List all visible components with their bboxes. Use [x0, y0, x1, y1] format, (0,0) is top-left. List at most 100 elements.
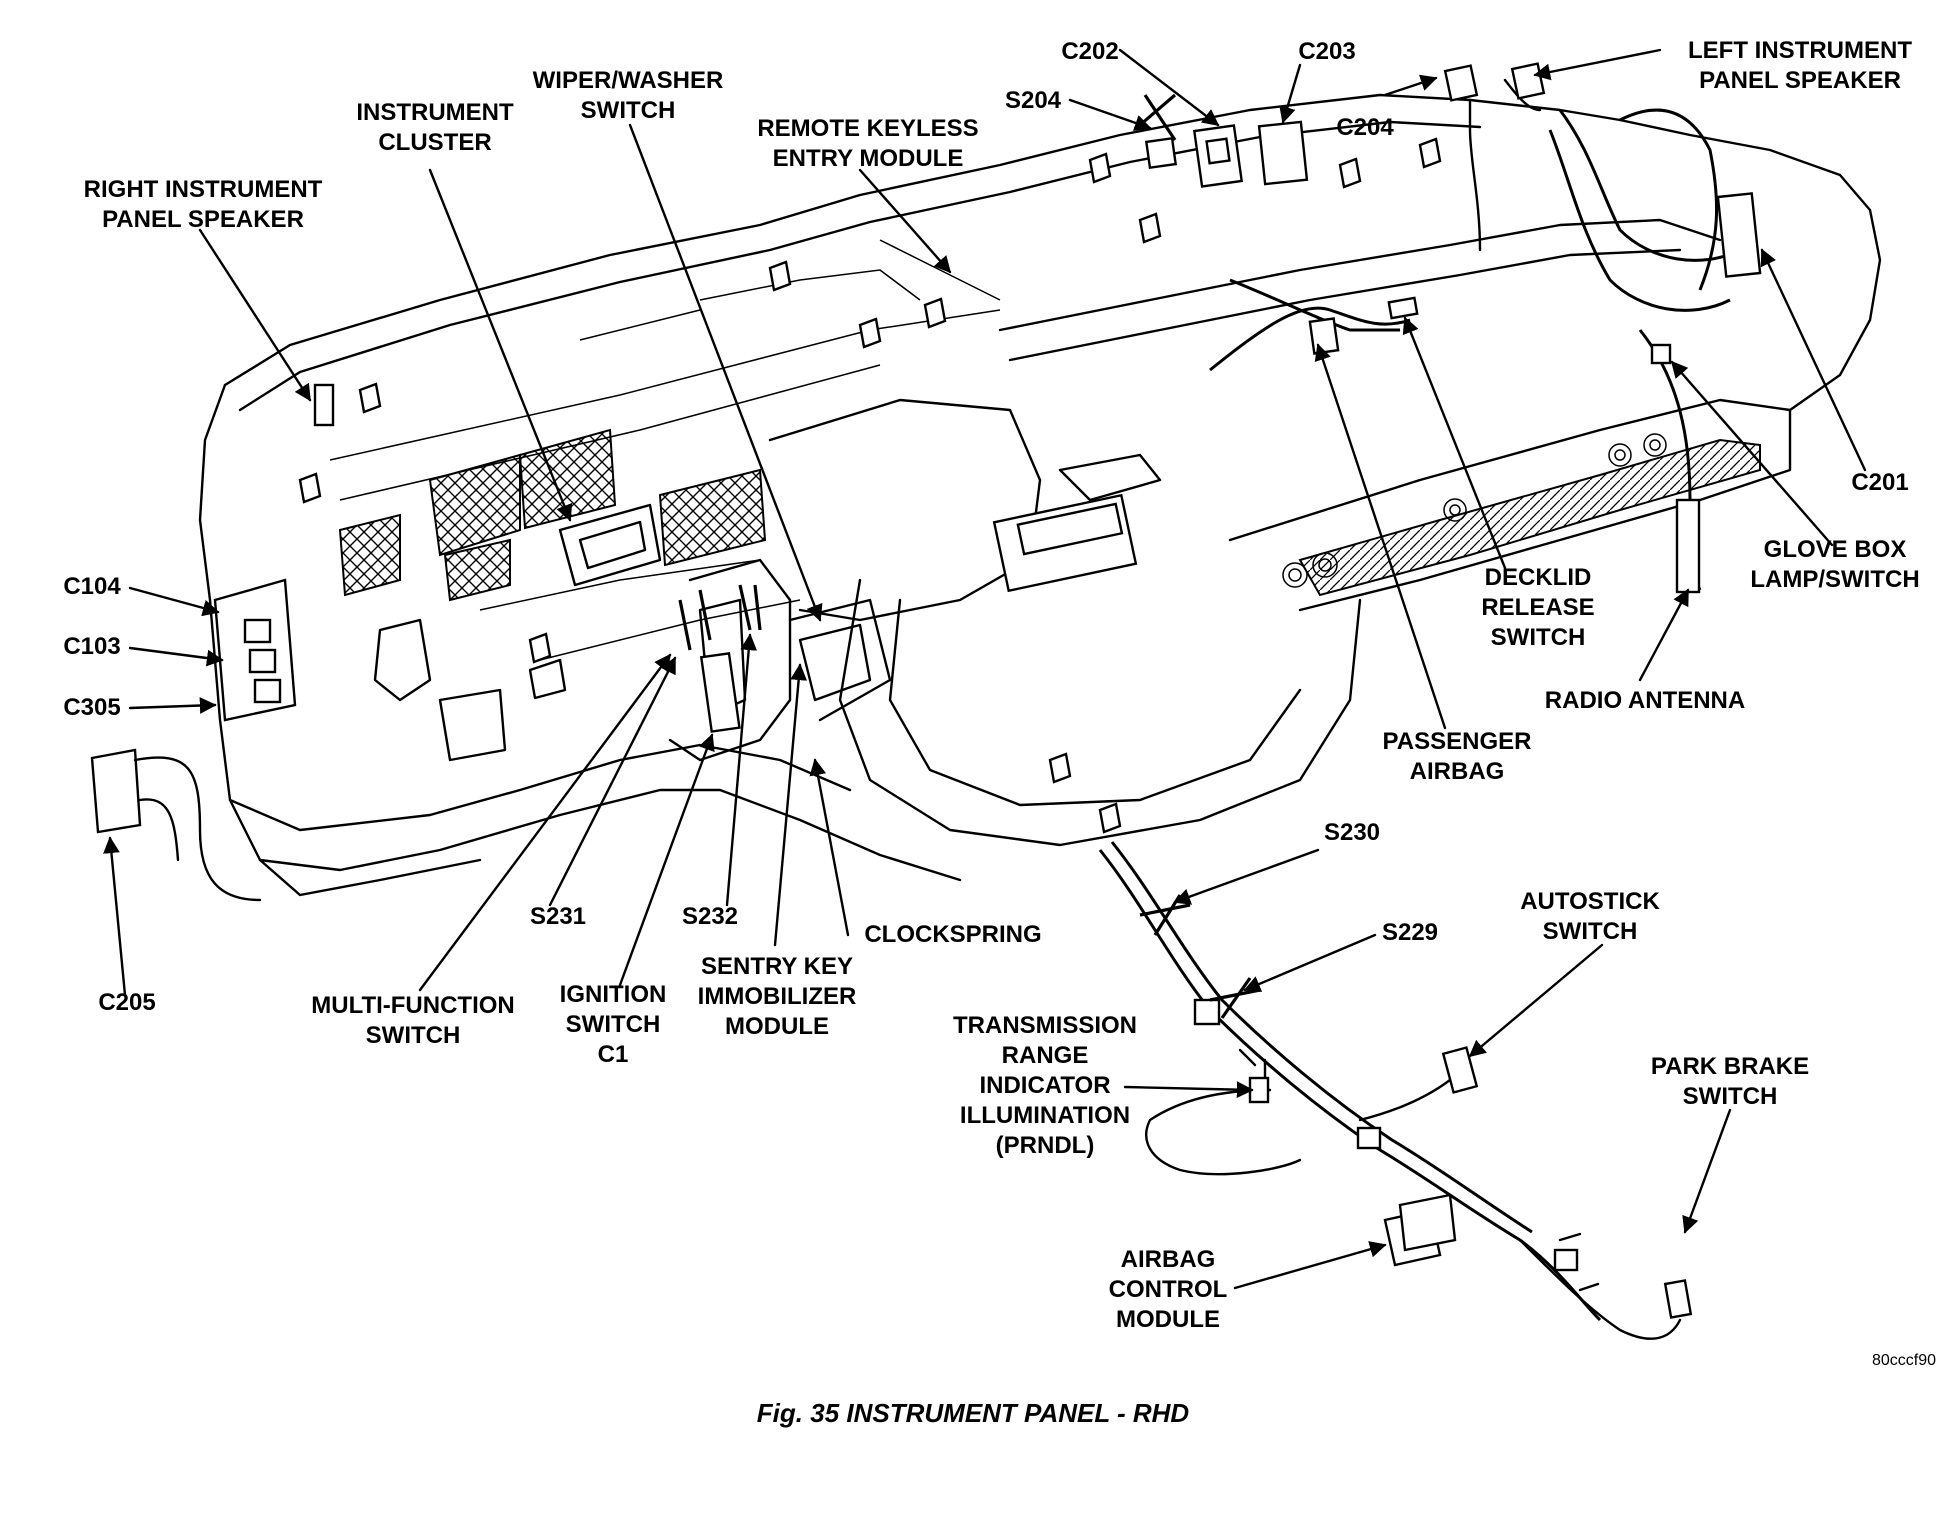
arrow-s204 — [1068, 98, 1152, 131]
label-line: IGNITION — [559, 981, 667, 1008]
image-code: 80cccf90 — [1872, 1352, 1937, 1369]
arrow-s232 — [725, 633, 758, 907]
label-multi-function-switch: MULTI-FUNCTION SWITCH — [311, 991, 515, 1051]
label-line: SWITCH — [365, 1022, 461, 1049]
label-line: RIGHT INSTRUMENT — [83, 176, 323, 203]
label-s204: S204 — [1005, 86, 1061, 116]
arrow-s229 — [1243, 933, 1377, 992]
label-line: CLOCKSPRING — [864, 921, 1042, 948]
label-c104: C104 — [63, 572, 120, 602]
arrow-transmission-range — [1123, 1081, 1254, 1099]
arrow-passenger-airbag — [1314, 343, 1447, 730]
arrow-radio-antenna — [1638, 588, 1690, 682]
label-c204: C204 — [1336, 113, 1393, 143]
c205-harness — [90, 748, 262, 902]
label-line: SWITCH — [1542, 918, 1638, 945]
arrow-right-speaker — [198, 228, 312, 402]
label-line: LAMP/SWITCH — [1750, 566, 1920, 593]
left-end-connector-block — [213, 578, 297, 722]
figure-caption: Fig. 35 INSTRUMENT PANEL - RHD — [756, 1398, 1190, 1428]
arrow-clockspring — [809, 758, 850, 937]
label-s232: S232 — [682, 902, 738, 932]
label-line: C104 — [63, 573, 121, 600]
label-autostick-switch: AUTOSTICK SWITCH — [1520, 887, 1660, 947]
label-c205: C205 — [98, 988, 155, 1018]
label-line: MODULE — [1116, 1306, 1220, 1333]
label-radio-antenna: RADIO ANTENNA — [1545, 686, 1745, 716]
label-wiper-washer-switch: WIPER/WASHER SWITCH — [533, 66, 724, 126]
label-line: SWITCH — [1490, 624, 1586, 651]
label-line: ENTRY MODULE — [772, 145, 964, 172]
label-line: AUTOSTICK — [1520, 888, 1660, 915]
arrow-wiper-washer — [628, 123, 823, 622]
label-line: INSTRUMENT — [356, 99, 514, 126]
label-line: REMOTE KEYLESS — [757, 115, 979, 142]
label-line: C1 — [597, 1041, 629, 1068]
label-airbag-control-module: AIRBAG CONTROL MODULE — [1109, 1245, 1228, 1335]
label-line: SWITCH — [1682, 1083, 1778, 1110]
arrow-c203 — [1279, 63, 1302, 124]
label-park-brake-switch: PARK BRAKE SWITCH — [1651, 1052, 1809, 1112]
label-line: C202 — [1061, 38, 1119, 65]
arrow-ignition-switch — [618, 733, 715, 987]
label-line: PARK BRAKE — [1650, 1053, 1810, 1080]
arrow-park-brake — [1682, 1108, 1732, 1234]
arrow-s230 — [1173, 848, 1320, 905]
label-line: MULTI-FUNCTION — [311, 992, 515, 1019]
splice-marks — [678, 93, 1261, 1019]
label-s231: S231 — [530, 902, 586, 932]
label-line: WIPER/WASHER — [532, 67, 724, 94]
label-line: C305 — [63, 694, 121, 721]
label-line: INDICATOR — [979, 1072, 1111, 1099]
label-line: AIRBAG — [1120, 1246, 1216, 1273]
label-right-instrument-panel-speaker: RIGHT INSTRUMENT PANEL SPEAKER — [84, 175, 323, 235]
label-s229: S229 — [1382, 918, 1438, 948]
label-c202: C202 — [1061, 37, 1118, 67]
label-line: RADIO ANTENNA — [1544, 687, 1746, 714]
label-line: CLUSTER — [378, 129, 492, 156]
leader-arrows — [103, 48, 1867, 1290]
label-line: C201 — [1851, 469, 1909, 496]
label-line: GLOVE BOX — [1763, 536, 1907, 563]
arrow-c305 — [128, 697, 217, 714]
label-line: C204 — [1336, 114, 1394, 141]
arrow-decklid — [1402, 316, 1507, 570]
label-line: PASSENGER — [1382, 728, 1532, 755]
label-line: S231 — [529, 903, 587, 930]
label-ignition-switch-c1: IGNITION SWITCH C1 — [560, 980, 667, 1070]
label-line: CONTROL — [1108, 1276, 1228, 1303]
console-harness — [1098, 841, 1693, 1340]
arrow-left-speaker — [1533, 48, 1662, 81]
arrow-airbag-control — [1233, 1241, 1387, 1290]
arrow-multi-function — [418, 653, 672, 992]
arrow-s231 — [548, 656, 677, 907]
label-transmission-range-indicator-illumination: TRANSMISSION RANGE INDICATOR ILLUMINATIO… — [953, 1011, 1137, 1161]
mounting-tabs — [298, 137, 1442, 834]
arrow-c104 — [128, 586, 220, 617]
label-line: PANEL SPEAKER — [102, 206, 304, 233]
arrow-autostick — [1468, 943, 1604, 1058]
label-sentry-key-immobilizer-module: SENTRY KEY IMMOBILIZER MODULE — [698, 952, 857, 1042]
label-glove-box-lamp-switch: GLOVE BOX LAMP/SWITCH — [1750, 535, 1919, 595]
label-line: C103 — [63, 633, 121, 660]
arrow-c201 — [1760, 248, 1867, 472]
label-remote-keyless-entry-module: REMOTE KEYLESS ENTRY MODULE — [757, 114, 978, 174]
label-line: SWITCH — [565, 1011, 661, 1038]
arrow-c204 — [1383, 74, 1438, 97]
instrument-panel-body — [90, 62, 1882, 1340]
label-line: TRANSMISSION — [952, 1012, 1138, 1039]
label-line: RANGE — [1001, 1042, 1089, 1069]
label-line: C203 — [1298, 38, 1356, 65]
label-c201: C201 — [1851, 468, 1908, 498]
label-line: S232 — [681, 903, 739, 930]
arrow-remote-keyless — [858, 168, 952, 274]
arrow-instrument-cluster — [428, 168, 573, 522]
label-left-instrument-panel-speaker: LEFT INSTRUMENT PANEL SPEAKER — [1688, 36, 1912, 96]
label-s230: S230 — [1324, 818, 1380, 848]
label-c103: C103 — [63, 632, 120, 662]
label-line: IMMOBILIZER — [697, 983, 857, 1010]
label-line: S230 — [1323, 819, 1381, 846]
label-line: SWITCH — [580, 97, 676, 124]
label-line: S229 — [1381, 919, 1439, 946]
